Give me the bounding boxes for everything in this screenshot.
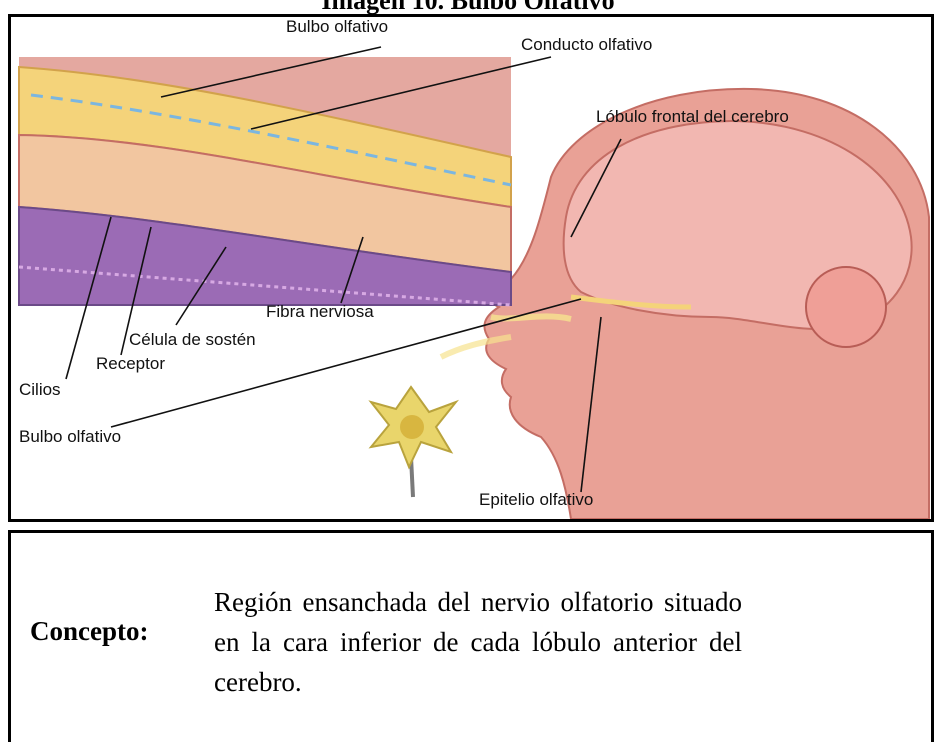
concept-text: Región ensanchada del nervio olfatorio s… [214, 582, 742, 702]
cerebellum [806, 267, 886, 347]
label-bulbo-olfativo-bottom: Bulbo olfativo [19, 427, 121, 446]
inset-closeup [19, 57, 511, 305]
label-bulbo-olfativo-top: Bulbo olfativo [286, 17, 388, 36]
label-celula-sosten: Célula de sostén [129, 330, 256, 349]
figure-box: Bulbo olfativo Conducto olfativo Lóbulo … [8, 14, 934, 522]
label-conducto-olfativo: Conducto olfativo [521, 35, 652, 54]
label-epitelio-olfativo: Epitelio olfativo [479, 490, 593, 509]
label-fibra-nerviosa: Fibra nerviosa [266, 302, 374, 321]
daffodil-flower [371, 387, 456, 497]
olfactory-illustration: Bulbo olfativo Conducto olfativo Lóbulo … [11, 17, 931, 519]
label-receptor: Receptor [96, 354, 165, 373]
label-lobulo-frontal: Lóbulo frontal del cerebro [596, 107, 789, 126]
label-cilios: Cilios [19, 380, 61, 399]
smell-waves [491, 316, 571, 319]
concept-label: Concepto: [30, 616, 148, 647]
